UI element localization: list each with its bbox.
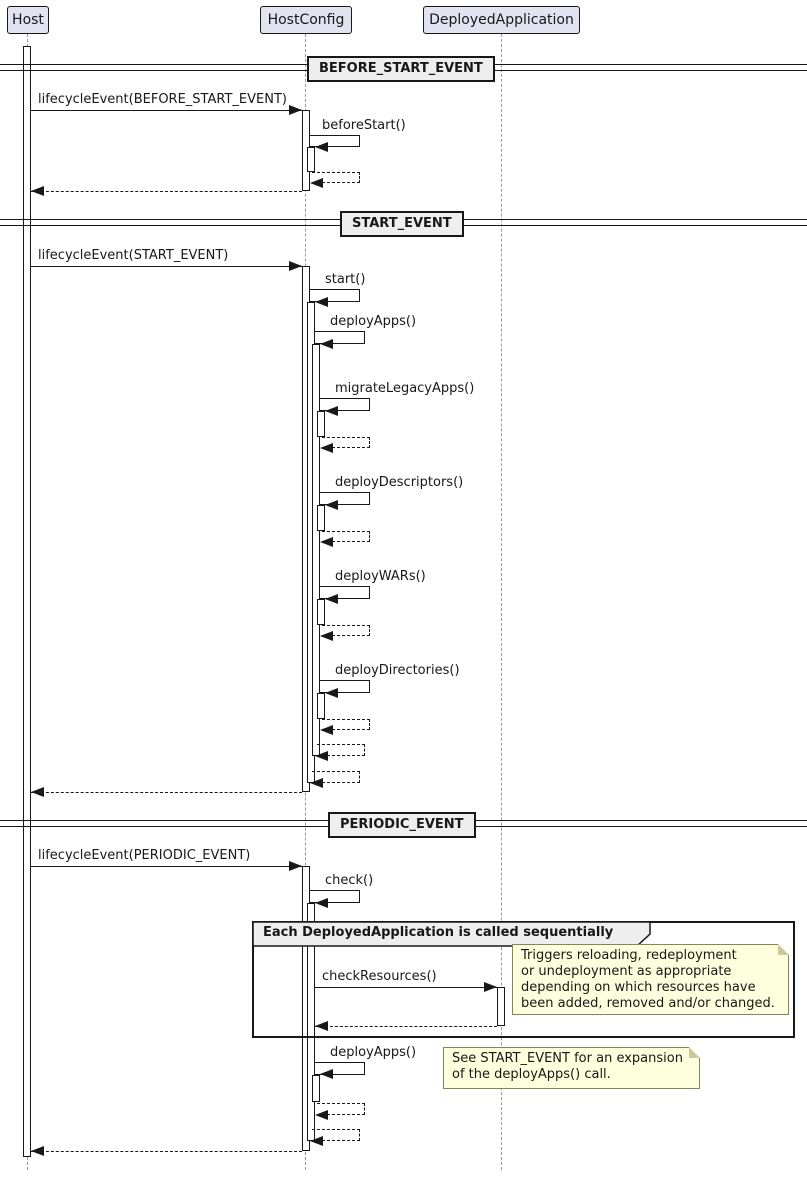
message-label-start: start(): [325, 272, 366, 287]
selfcall-deploydescriptors: [320, 492, 370, 505]
activation-deployedapplication: [497, 987, 505, 1026]
selfreturn-check: [312, 1129, 360, 1141]
divider-start-event: START_EVENT: [340, 211, 464, 237]
arrowhead-left-icon: [315, 1021, 328, 1031]
participant-deployedapplication: DeployedApplication: [423, 6, 580, 34]
arrowhead-left-icon: [325, 406, 338, 416]
arrowhead-left-icon: [325, 594, 338, 604]
note-checkresources-line2: or undeployment as appropriate: [521, 964, 732, 979]
participant-hostconfig: HostConfig: [260, 6, 352, 34]
message-line-checkresources: [315, 987, 497, 988]
message-label-deployapps: deployApps(): [330, 314, 417, 329]
return-line-periodic: [31, 1151, 302, 1152]
arrowhead-right-icon: [289, 105, 302, 115]
arrowhead-left-icon: [320, 537, 333, 547]
message-label-deploydirectories: deployDirectories(): [335, 663, 460, 678]
participant-hostconfig-label: HostConfig: [267, 12, 345, 28]
message-label-deploydescriptors: deployDescriptors(): [335, 475, 464, 490]
arrowhead-left-icon: [310, 178, 323, 188]
group-header-shape: [253, 922, 651, 947]
return-line-checkresources: [315, 1026, 497, 1027]
selfcall-start: [310, 289, 360, 302]
arrowhead-left-icon: [315, 898, 328, 908]
selfreturn-deployapps: [317, 744, 365, 756]
activation-deploywars: [317, 599, 325, 625]
activation-host: [23, 46, 31, 1157]
return-line-start: [31, 792, 302, 793]
note-checkresources-line4: been added, removed and/or changed.: [521, 996, 775, 1011]
activation-deploydescriptors: [317, 505, 325, 531]
message-label-lifecycle-before-start: lifecycleEvent(BEFORE_START_EVENT): [38, 92, 287, 107]
arrowhead-left-icon: [320, 1069, 333, 1079]
selfcall-migratelegacyapps: [320, 398, 370, 411]
message-line-lifecycle-periodic: [31, 866, 302, 867]
selfreturn-deploydirectories: [322, 719, 370, 730]
message-label-checkresources: checkResources(): [322, 969, 437, 984]
selfcall-deploydirectories: [320, 680, 370, 693]
message-label-migratelegacyapps: migrateLegacyApps(): [335, 381, 475, 396]
message-label-check: check(): [325, 873, 374, 888]
selfcall-check: [310, 890, 360, 903]
activation-deploydirectories: [317, 693, 325, 719]
selfreturn-deployapps-periodic: [317, 1103, 365, 1115]
selfcall-deployapps: [315, 331, 365, 344]
selfreturn-migratelegacyapps: [322, 437, 370, 448]
participant-host-label: Host: [12, 12, 44, 28]
arrowhead-left-icon: [320, 443, 333, 453]
divider-periodic-event: PERIODIC_EVENT: [328, 812, 476, 838]
note-checkresources-line3: depending on which resources have: [521, 980, 756, 995]
arrowhead-left-icon: [325, 688, 338, 698]
selfreturn-deploywars: [322, 625, 370, 636]
selfcall-deploywars: [320, 586, 370, 599]
arrowhead-left-icon: [31, 787, 44, 797]
arrowhead-left-icon: [325, 500, 338, 510]
activation-hostconfig-beforestart-call: [307, 147, 315, 172]
divider-periodic-label: PERIODIC_EVENT: [340, 817, 464, 832]
note-deployapps-line1: See START_EVENT for an expansion: [452, 1051, 683, 1066]
arrowhead-left-icon: [315, 297, 328, 307]
selfreturn-deploydescriptors: [322, 531, 370, 542]
note-deployapps: See START_EVENT for an expansion of the …: [443, 1047, 700, 1089]
note-checkresources-line1: Triggers reloading, redeployment: [521, 948, 737, 963]
arrowhead-left-icon: [315, 1110, 328, 1120]
arrowhead-left-icon: [315, 142, 328, 152]
message-label-lifecycle-periodic: lifecycleEvent(PERIODIC_EVENT): [38, 848, 251, 863]
arrowhead-left-icon: [31, 186, 44, 196]
lifeline-deployedapplication: [501, 34, 502, 1170]
arrowhead-right-icon: [484, 982, 497, 992]
activation-deployapps-periodic: [312, 1075, 320, 1102]
note-deployapps-line2: of the deployApps() call.: [452, 1067, 611, 1082]
selfcall-beforestart: [310, 135, 360, 147]
return-line-before-start: [31, 191, 302, 192]
activation-migratelegacyapps: [317, 411, 325, 437]
divider-start-label: START_EVENT: [352, 216, 452, 231]
message-label-beforestart: beforeStart(): [322, 118, 406, 133]
arrowhead-left-icon: [320, 339, 333, 349]
message-label-lifecycle-start: lifecycleEvent(START_EVENT): [38, 248, 229, 263]
arrowhead-right-icon: [289, 261, 302, 271]
message-line-lifecycle-start: [31, 266, 302, 267]
divider-before-start-label: BEFORE_START_EVENT: [319, 61, 483, 76]
arrowhead-left-icon: [320, 631, 333, 641]
selfcall-deployapps-periodic: [315, 1062, 365, 1075]
message-label-deploywars: deployWARs(): [335, 569, 426, 584]
arrowhead-left-icon: [310, 778, 323, 788]
arrowhead-right-icon: [289, 861, 302, 871]
divider-before-start-event: BEFORE_START_EVENT: [307, 56, 495, 82]
selfreturn-beforestart: [312, 172, 360, 183]
selfreturn-start: [312, 771, 360, 783]
group-header-label: Each DeployedApplication is called seque…: [263, 925, 614, 940]
message-line-lifecycle-before-start: [31, 110, 302, 111]
arrowhead-left-icon: [320, 725, 333, 735]
message-label-deployapps-periodic: deployApps(): [330, 1045, 417, 1060]
note-checkresources: Triggers reloading, redeployment or unde…: [512, 944, 789, 1015]
participant-host: Host: [7, 6, 49, 34]
arrowhead-left-icon: [31, 1146, 44, 1156]
arrowhead-left-icon: [310, 1136, 323, 1146]
arrowhead-left-icon: [315, 751, 328, 761]
participant-deployedapplication-label: DeployedApplication: [429, 12, 574, 28]
